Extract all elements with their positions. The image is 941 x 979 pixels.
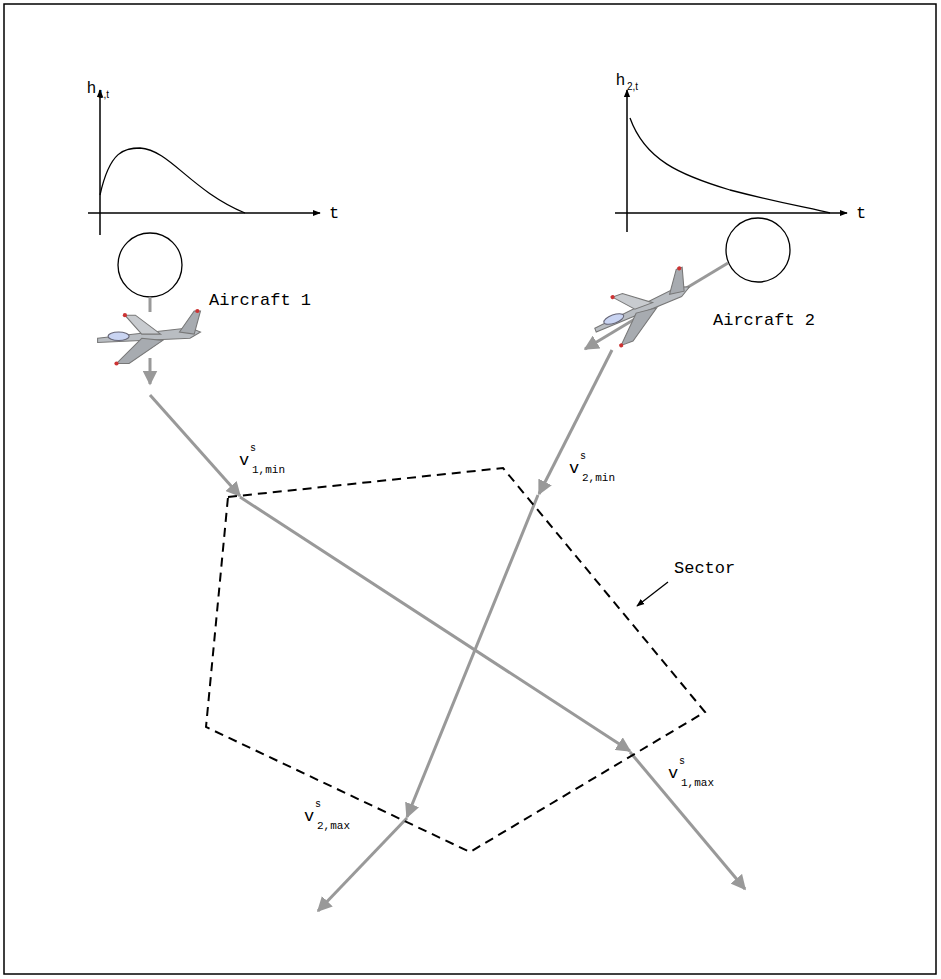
- point-superscript: s: [579, 452, 587, 462]
- axis-label: t: [855, 205, 867, 222]
- point-subscript: 2,min: [581, 473, 616, 484]
- axis-label: t: [328, 205, 340, 222]
- point-superscript: s: [314, 800, 322, 810]
- point-subscript: 2,max: [316, 821, 351, 832]
- aircraft-label: Aircraft 2: [712, 312, 816, 329]
- sector-label: Sector: [673, 560, 736, 577]
- point-label: v: [667, 765, 679, 782]
- axis-subscript: 1,t: [97, 90, 110, 100]
- aircraft-label: Aircraft 1: [208, 292, 312, 309]
- point-superscript: s: [678, 757, 686, 767]
- axis-subscript: 2,t: [626, 82, 639, 92]
- point-label: v: [238, 452, 250, 469]
- axis-label: h: [615, 72, 626, 88]
- point-subscript: 1,max: [680, 778, 715, 789]
- point-label: v: [568, 460, 580, 477]
- point-subscript: 1,min: [251, 465, 286, 476]
- point-superscript: s: [249, 444, 257, 454]
- axis-label: h: [86, 80, 97, 96]
- point-label: v: [303, 808, 315, 825]
